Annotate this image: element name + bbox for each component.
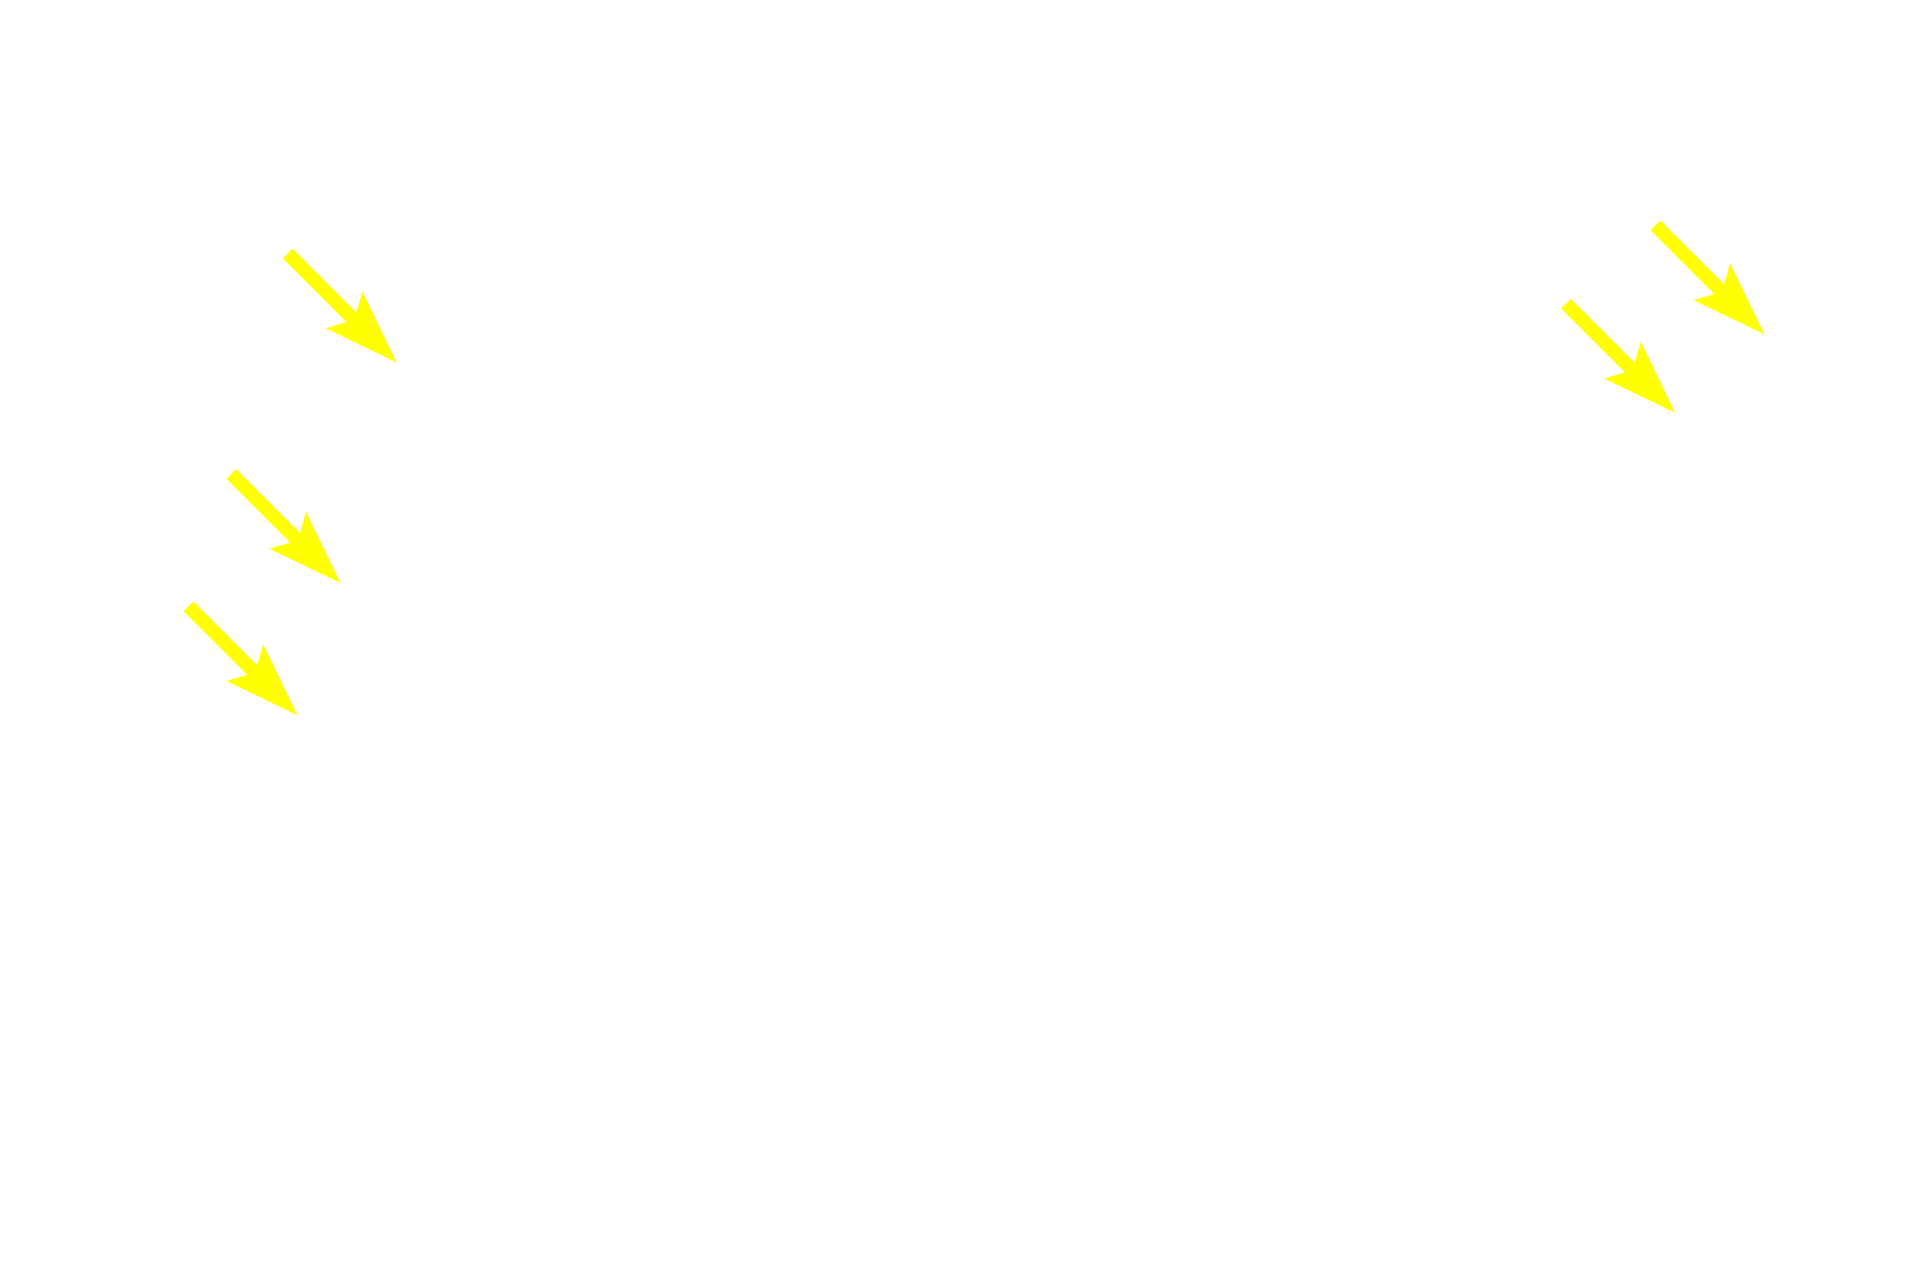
arrow-down-right-icon xyxy=(1561,298,1676,413)
arrow-down-right-icon xyxy=(226,469,341,584)
arrow-down-right-icon xyxy=(183,601,298,716)
arrows-group xyxy=(183,220,1765,716)
arrow-down-right-icon xyxy=(282,248,397,363)
arrow-down-right-icon xyxy=(1650,220,1765,335)
